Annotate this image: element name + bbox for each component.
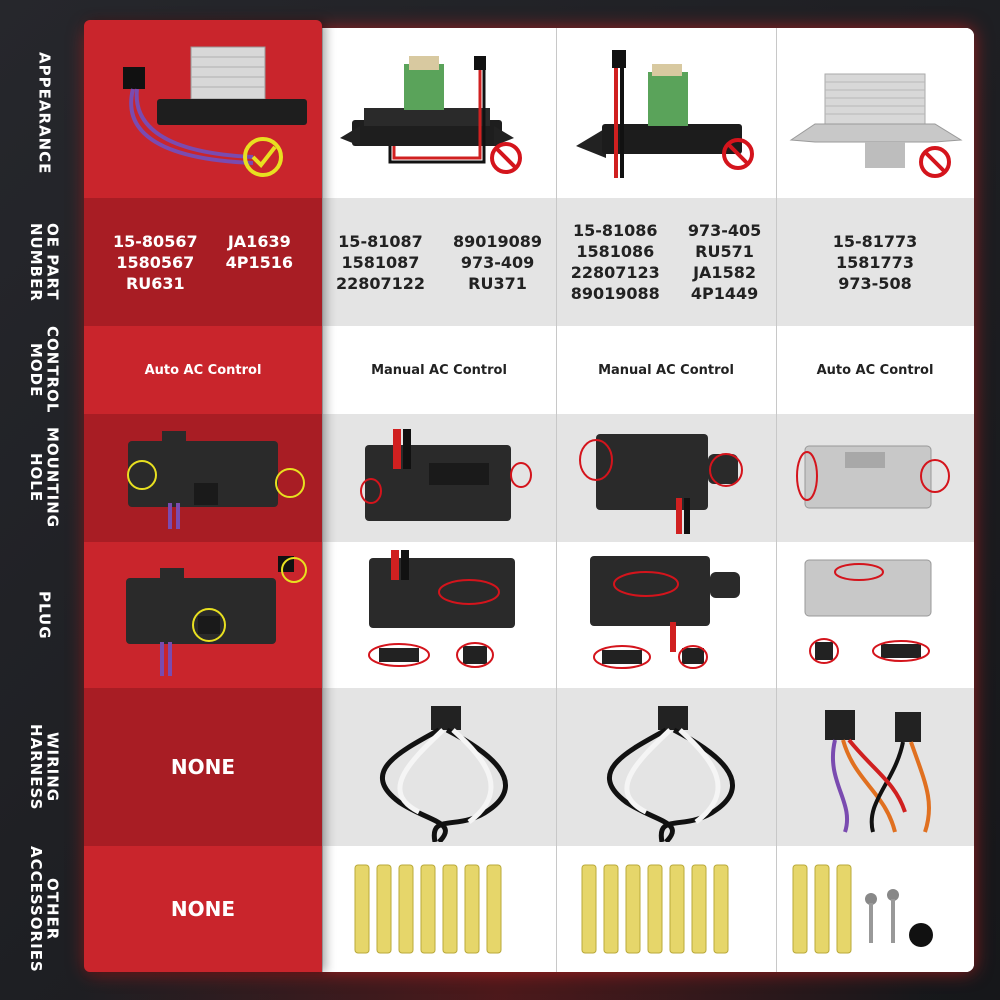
col3-appearance-image bbox=[556, 28, 776, 198]
col1-plug-image bbox=[84, 542, 322, 688]
part-number: 22807123 bbox=[570, 263, 660, 282]
part-number: 973-409 bbox=[460, 252, 535, 272]
col4-part-numbers: 15-81773 1581773 973-508 bbox=[776, 198, 974, 326]
label-wiring-harness: WIRING HARNESS bbox=[27, 723, 62, 811]
col3-control-mode: Manual AC Control bbox=[556, 326, 776, 414]
part-number: 89019089 bbox=[453, 231, 543, 251]
col4-mounting-hole-image bbox=[776, 414, 974, 542]
part-number: 1581773 bbox=[836, 252, 914, 272]
part-number: 973-508 bbox=[838, 273, 912, 293]
part-number: 4P1516 bbox=[225, 252, 293, 272]
part-number: 4P1449 bbox=[690, 284, 759, 303]
label-oe-part-number: OE PART NUMBER bbox=[27, 222, 62, 302]
part-number: JA1582 bbox=[693, 263, 756, 282]
col4-control-mode: Auto AC Control bbox=[776, 326, 974, 414]
part-number: 22807122 bbox=[335, 273, 425, 293]
prohibited-icon bbox=[919, 146, 951, 178]
none-label: NONE bbox=[170, 897, 236, 921]
part-number: 15-80567 bbox=[113, 231, 198, 251]
row-labels: APPEARANCE OE PART NUMBER CONTROL MODE M… bbox=[0, 28, 88, 973]
part-number: 1580567 bbox=[116, 252, 195, 272]
label-appearance: APPEARANCE bbox=[35, 51, 54, 175]
control-mode-text: Manual AC Control bbox=[371, 362, 507, 378]
prohibited-icon bbox=[722, 138, 754, 170]
col2-wiring-harness-image bbox=[322, 688, 556, 846]
col3-wiring-harness-image bbox=[556, 688, 776, 846]
col3-part-numbers: 15-81086 973-405 1581086 RU571 22807123 … bbox=[556, 198, 776, 326]
col2-control-mode: Manual AC Control bbox=[322, 326, 556, 414]
red-band bbox=[84, 198, 322, 326]
col1-wiring-harness: NONE bbox=[84, 688, 322, 846]
part-number: RU631 bbox=[125, 273, 185, 293]
col3-plug-image bbox=[556, 542, 776, 688]
part-number: 15-81773 bbox=[832, 231, 918, 251]
part-number: 1581086 bbox=[576, 242, 655, 261]
col1-control-mode: Auto AC Control bbox=[84, 326, 322, 414]
col1-mounting-hole-image bbox=[84, 414, 322, 542]
col2-mounting-hole-image bbox=[322, 414, 556, 542]
col4-accessories-image bbox=[776, 846, 974, 972]
col2-appearance-image bbox=[322, 28, 556, 198]
screw-icon bbox=[865, 889, 899, 943]
control-mode-text: Auto AC Control bbox=[816, 362, 934, 378]
grommet-icon bbox=[909, 923, 933, 947]
col2-part-numbers: 15-81087 89019089 1581087 973-409 228071… bbox=[322, 198, 556, 326]
label-mounting-hole: MOUNTING HOLE bbox=[27, 427, 62, 529]
label-other-accessories: OTHER ACCESSORIES bbox=[27, 845, 62, 973]
label-control-mode: CONTROL MODE bbox=[27, 326, 62, 414]
control-mode-text: Auto AC Control bbox=[144, 362, 262, 378]
part-number: 15-81086 bbox=[572, 221, 658, 240]
control-mode-text: Manual AC Control bbox=[598, 362, 734, 378]
col3-accessories-image bbox=[556, 846, 776, 972]
part-number: RU571 bbox=[695, 242, 754, 261]
red-band bbox=[84, 688, 322, 846]
red-band bbox=[84, 846, 322, 972]
prohibited-icon bbox=[490, 142, 522, 174]
part-number: JA1639 bbox=[227, 231, 291, 251]
col4-plug-image bbox=[776, 542, 974, 688]
part-number: 973-405 bbox=[687, 221, 762, 240]
col4-wiring-harness-image bbox=[776, 688, 974, 846]
col4-appearance-image bbox=[776, 28, 974, 198]
recommended-column: 15-80567 JA1639 1580567 4P1516 RU631 Aut… bbox=[84, 20, 322, 972]
col2-accessories-image bbox=[322, 846, 556, 972]
none-label: NONE bbox=[170, 755, 236, 779]
column-divider bbox=[322, 28, 323, 972]
part-number: RU371 bbox=[468, 273, 527, 293]
col1-part-numbers: 15-80567 JA1639 1580567 4P1516 RU631 bbox=[84, 198, 322, 326]
part-number: 1581087 bbox=[341, 252, 420, 272]
red-band bbox=[84, 326, 322, 414]
label-plug: PLUG bbox=[35, 590, 54, 640]
col3-mounting-hole-image bbox=[556, 414, 776, 542]
col2-plug-image bbox=[322, 542, 556, 688]
col1-appearance-image bbox=[84, 20, 322, 198]
part-number: 15-81087 bbox=[338, 231, 423, 251]
column-divider bbox=[776, 28, 777, 972]
column-divider bbox=[556, 28, 557, 972]
check-mark-icon bbox=[243, 137, 283, 177]
part-number: 89019088 bbox=[570, 284, 660, 303]
col1-accessories: NONE bbox=[84, 846, 322, 972]
